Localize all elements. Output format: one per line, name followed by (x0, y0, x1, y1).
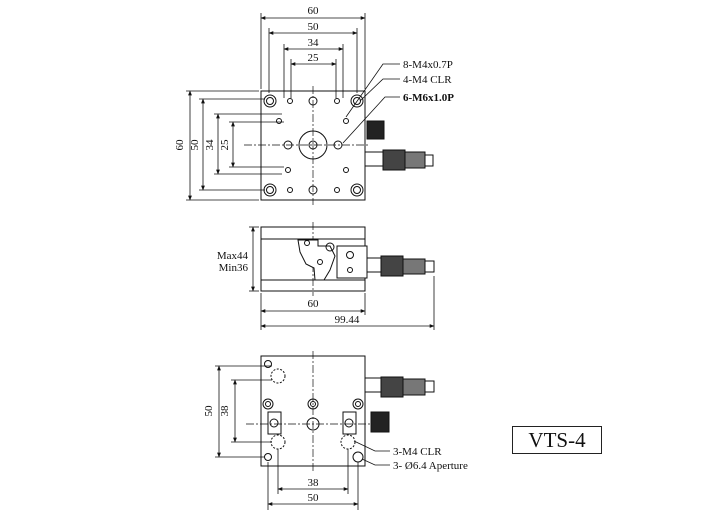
corner-hole (350, 183, 364, 197)
dim-top-width-25: 25 (308, 52, 320, 64)
dim-bottom-width-38: 38 (308, 477, 320, 489)
dim-side-width-60: 60 (308, 298, 320, 310)
threaded-hole (287, 98, 293, 104)
micrometer-bottom-view (364, 376, 435, 433)
threaded-hole (276, 118, 282, 124)
threaded-hole (343, 167, 349, 173)
dim-top-width-34: 34 (308, 37, 320, 49)
corner-hole (264, 453, 272, 461)
m6-hole (308, 185, 318, 195)
callout-aperture: 3- Ø6.4 Aperture (393, 460, 468, 472)
top-view (244, 86, 434, 205)
aperture-dashed (270, 368, 286, 384)
threaded-hole (334, 187, 340, 193)
dim-top-height-50: 50 (189, 139, 201, 151)
slide-block (267, 411, 282, 435)
m6-hole (283, 140, 293, 150)
dim-top-height-60: 60 (174, 139, 186, 151)
bottom-view-dimensions (215, 365, 390, 510)
adjust-lever (297, 239, 336, 281)
micrometer-top-view (364, 120, 434, 171)
bottom-view (246, 351, 435, 471)
micrometer-side-view (336, 245, 435, 279)
slide-block (342, 411, 357, 435)
callout-m4-clr-bottom: 3-M4 CLR (393, 446, 442, 458)
m6-hole (333, 140, 343, 150)
dim-bottom-width-50: 50 (308, 492, 320, 504)
top-view-dimensions (186, 13, 400, 201)
side-view (260, 222, 435, 296)
threaded-hole (287, 187, 293, 193)
clr-hole (262, 398, 274, 410)
callout-m4-thread: 8-M4x0.7P (403, 59, 453, 71)
dim-top-height-25: 25 (219, 139, 231, 151)
corner-hole (263, 94, 277, 108)
bottom-center-aperture (306, 417, 320, 431)
threaded-hole (343, 118, 349, 124)
dim-top-width-60: 60 (308, 5, 320, 17)
dim-side-min-height: Min36 (219, 262, 249, 274)
m6-hole (308, 96, 318, 106)
dim-bottom-height-38: 38 (219, 405, 231, 417)
dim-top-width-50: 50 (308, 21, 320, 33)
threaded-hole (285, 167, 291, 173)
threaded-hole (334, 98, 340, 104)
center-aperture-inner (308, 140, 318, 150)
callout-m4-clr: 4-M4 CLR (403, 74, 452, 86)
corner-hole (264, 360, 272, 368)
dim-bottom-height-50: 50 (203, 405, 215, 417)
dim-top-height-34: 34 (204, 139, 216, 151)
dim-side-total-length: 99.44 (335, 314, 360, 326)
dim-side-max-height: Max44 (217, 250, 249, 262)
model-label: VTS-4 (512, 426, 602, 454)
center-aperture (298, 130, 328, 160)
clr-hole (307, 398, 319, 410)
callout-m6-thread: 6-M6x1.0P (403, 92, 454, 104)
clr-hole (352, 398, 364, 410)
side-view-dimensions (249, 226, 435, 330)
